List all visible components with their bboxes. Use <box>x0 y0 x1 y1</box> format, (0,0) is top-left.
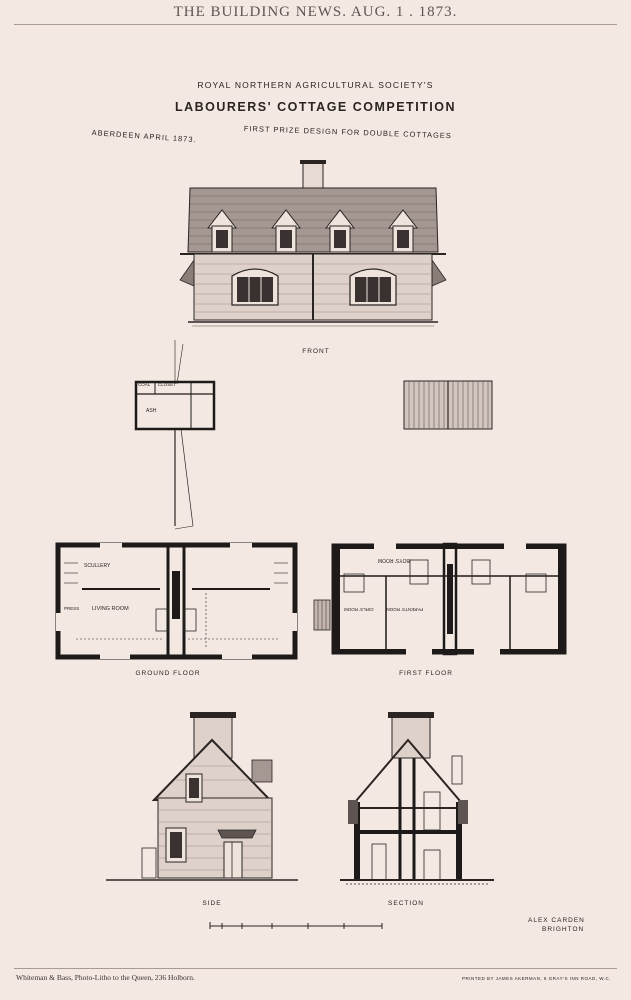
architect-name: ALEX CARDEN <box>528 917 585 924</box>
side-caption: SIDE <box>202 900 222 907</box>
scale-bar <box>209 922 383 929</box>
design-note: FIRST PRIZE DESIGN FOR DOUBLE COTTAGES <box>243 124 453 141</box>
bottom-rule <box>14 968 617 969</box>
architect-town: BRIGHTON <box>542 926 585 933</box>
printer-credit: PRINTED BY JAMES AKERMAN, 6 GRAY'S INN R… <box>462 976 611 981</box>
press-label: PRESS <box>64 606 80 611</box>
front-elevation-drawing <box>179 160 447 327</box>
top-rule <box>14 24 617 25</box>
first-floor-plan <box>313 542 567 656</box>
architect-signature: ALEX CARDEN BRIGHTON <box>528 916 585 934</box>
living-room-label: LIVING ROOM <box>92 606 129 612</box>
coal-label: COAL <box>138 382 151 387</box>
ash-label: ASH <box>146 408 157 414</box>
section-caption: SECTION <box>388 900 424 907</box>
first-floor-caption: FIRST FLOOR <box>399 670 453 677</box>
ground-floor-caption: GROUND FLOOR <box>135 670 201 677</box>
lithographer-credit: Whiteman & Bass, Photo-Litho to the Quee… <box>16 973 195 982</box>
ground-floor-plan <box>55 542 298 660</box>
side-elevation-drawing <box>106 712 298 881</box>
girls-room-label: GIRLS' ROOM <box>344 607 374 612</box>
roof-detail-hatch <box>403 380 493 430</box>
closet-label: CLOSET <box>158 382 177 387</box>
parents-room-label: PARENTS' ROOM <box>386 607 424 612</box>
outbuilding-plan <box>134 340 216 530</box>
society-title: ROYAL NORTHERN AGRICULTURAL SOCIETY'S <box>197 80 434 90</box>
masthead: THE BUILDING NEWS. AUG. 1 . 1873. <box>173 4 458 20</box>
scullery-label: SCULLERY <box>84 563 111 569</box>
section-drawing <box>340 712 494 885</box>
front-caption: FRONT <box>302 348 330 355</box>
place-date-note: ABERDEEN APRIL 1873. <box>91 128 197 145</box>
competition-title: LABOURERS' COTTAGE COMPETITION <box>174 100 457 114</box>
boys-room-label: BOYS' ROOM <box>378 557 410 563</box>
